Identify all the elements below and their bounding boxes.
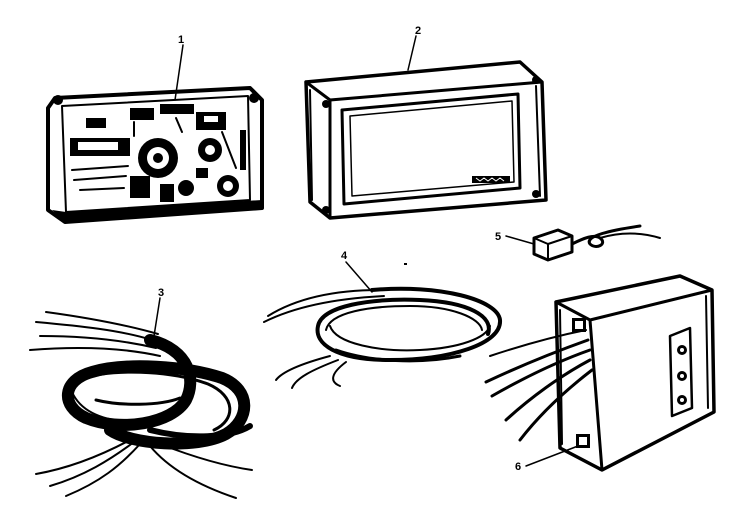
callout-1: 1: [178, 34, 184, 46]
part-3-wire-bundle: [29, 311, 253, 499]
callout-2: 2: [415, 25, 421, 37]
callout-5: 5: [495, 231, 501, 243]
callout-4: 4: [341, 250, 348, 262]
part-1-thermostat-base: [46, 86, 264, 224]
part-4-wire-coil: [263, 286, 502, 389]
leader-line-6: [525, 445, 579, 467]
callout-6: 6: [515, 461, 521, 473]
part-6-junction-box: [484, 274, 716, 472]
callout-3: 3: [158, 287, 164, 299]
part-2-thermostat-cover: [304, 60, 548, 220]
leader-line-5: [505, 235, 535, 245]
part-5-sensor: [532, 224, 661, 262]
leader-line-1: [174, 44, 184, 101]
leader-line-4: [345, 261, 373, 293]
leader-line-3: [153, 297, 161, 337]
leader-line-2: [407, 35, 417, 71]
